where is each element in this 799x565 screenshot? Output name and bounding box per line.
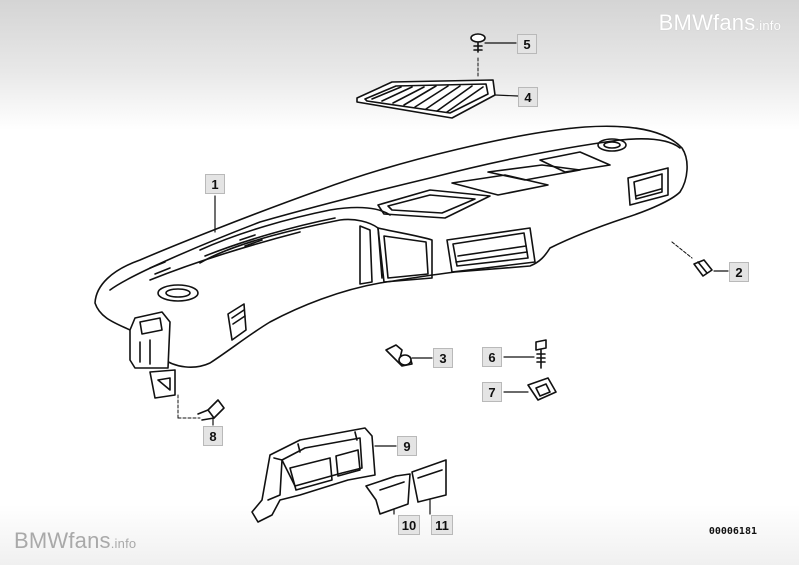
watermark-top: BMWfans.info xyxy=(659,10,781,36)
part-cover-10 xyxy=(365,473,411,515)
callout-3: 3 xyxy=(433,348,453,368)
callout-10: 10 xyxy=(398,515,420,535)
watermark-suffix: .info xyxy=(755,18,781,33)
watermark-brand-bottom: BMWfans xyxy=(14,528,111,553)
callout-11: 11 xyxy=(431,515,453,535)
callout-9: 9 xyxy=(397,436,417,456)
watermark-suffix-bottom: .info xyxy=(110,536,137,551)
watermark-bottom: BMWfans.info xyxy=(14,528,136,554)
callout-4: 4 xyxy=(518,87,538,107)
part-clip-3 xyxy=(385,344,433,367)
part-cover-11 xyxy=(411,459,447,515)
callout-2: 2 xyxy=(729,262,749,282)
watermark-brand: BMWfans xyxy=(658,10,756,35)
part-screw-5 xyxy=(470,33,517,79)
drawing-number: 00006181 xyxy=(708,526,757,537)
callout-7: 7 xyxy=(482,382,502,402)
part-nut-clip-7 xyxy=(503,377,557,401)
callout-5: 5 xyxy=(517,34,537,54)
callout-1: 1 xyxy=(205,174,225,194)
part-bolt-6 xyxy=(503,339,547,369)
callout-6: 6 xyxy=(482,347,502,367)
part-vent-grille xyxy=(356,79,519,119)
part-switch-panel-9 xyxy=(251,427,397,523)
part-bolt-8 xyxy=(197,399,225,426)
part-bulb-2 xyxy=(671,241,729,277)
callout-8: 8 xyxy=(203,426,223,446)
part-dashboard-shell xyxy=(94,125,688,419)
